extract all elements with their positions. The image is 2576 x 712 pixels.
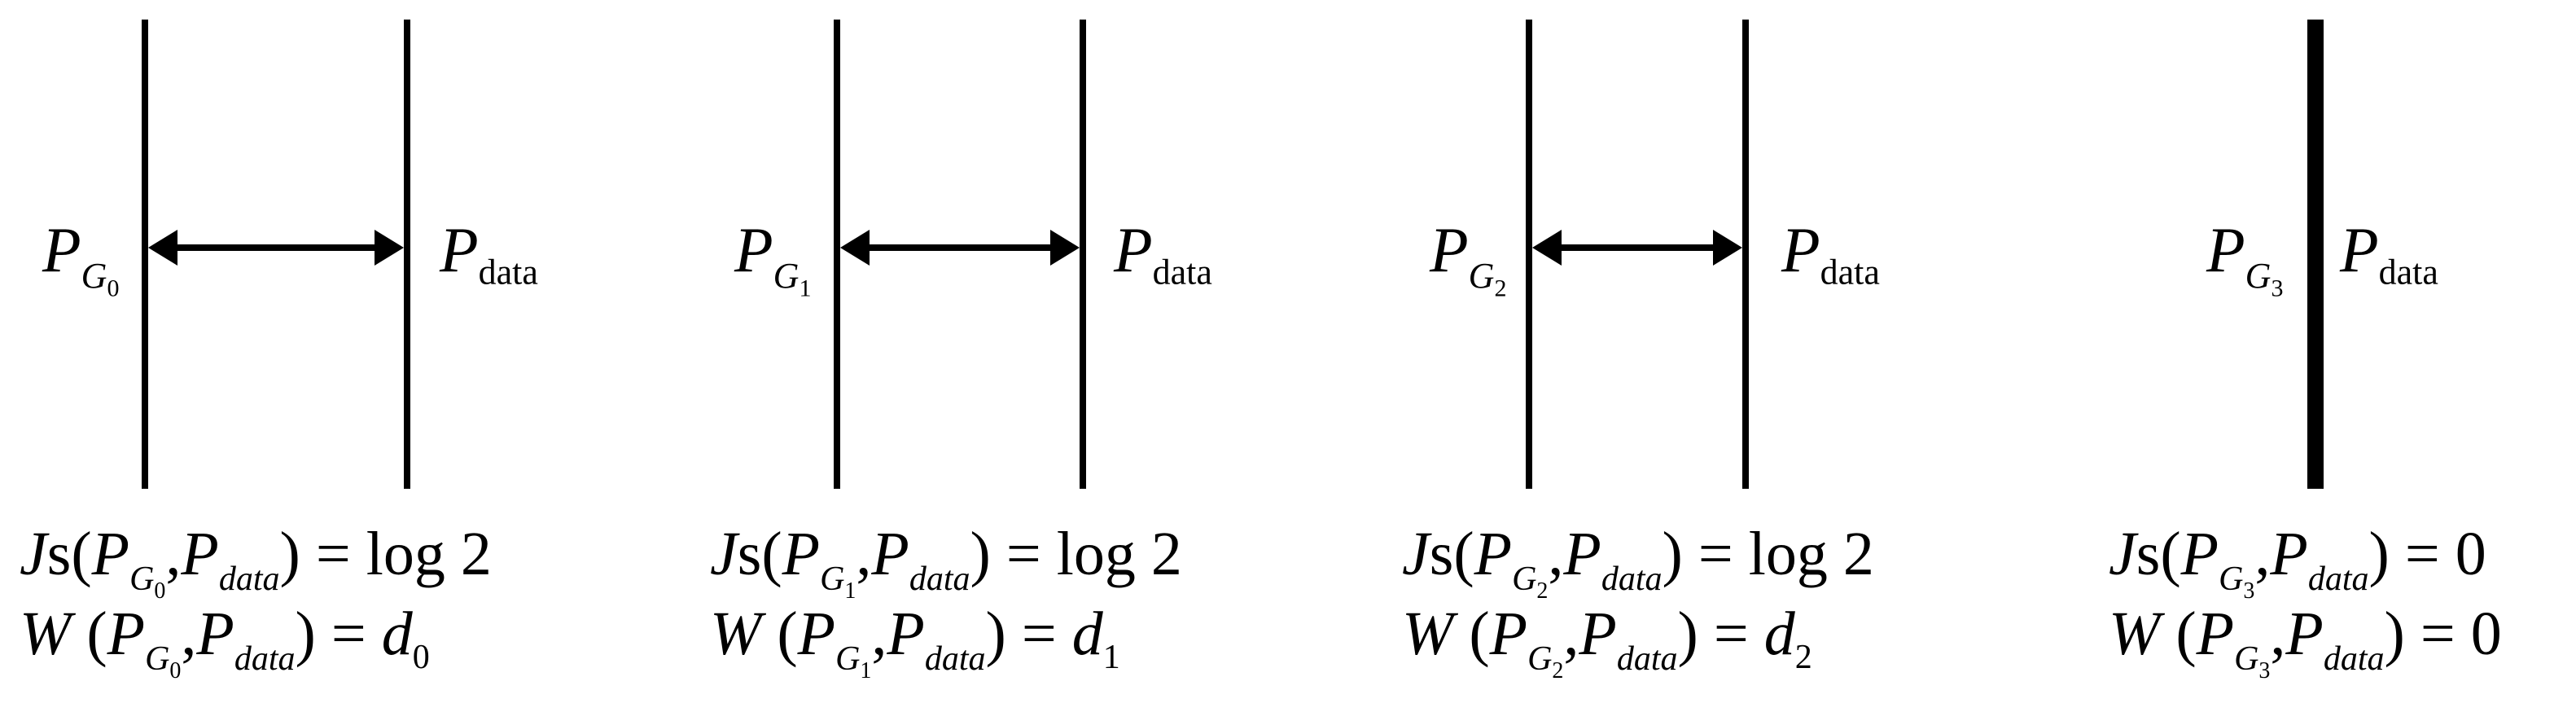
generator-label: PG1 [734, 214, 812, 302]
js-divergence-formula: Js(PG3,Pdata) = 0 [2109, 520, 2486, 604]
data-label: Pdata [1114, 214, 1212, 292]
generator-label: PG2 [1430, 214, 1507, 302]
panel-3: PG3 Pdata Js(PG3,Pdata) = 0 W (PG3,Pdata… [2084, 0, 2573, 712]
distance-arrow [1532, 230, 1742, 266]
data-label: Pdata [440, 214, 538, 292]
js-divergence-formula: Js(PG2,Pdata) = log 2 [1402, 520, 1874, 604]
data-label: Pdata [2340, 214, 2438, 292]
generator-label: PG0 [42, 214, 120, 302]
panel-2-lines [1526, 20, 1749, 489]
wasserstein-formula: W (PG3,Pdata) = 0 [2109, 600, 2502, 683]
wasserstein-formula: W (PG1,Pdata) = d1 [710, 600, 1120, 683]
panel-0-lines [142, 20, 410, 489]
panel-1-lines [834, 20, 1086, 489]
panel-0: PG0 Pdata Js(PG0,Pdata) = log 2 W (PG0,P… [0, 0, 644, 712]
js-divergence-formula: Js(PG1,Pdata) = log 2 [710, 520, 1182, 604]
js-divergence-formula: Js(PG0,Pdata) = log 2 [20, 520, 492, 604]
panel-1: PG1 Pdata Js(PG1,Pdata) = log 2 W (PG1,P… [692, 0, 1336, 712]
wasserstein-formula: W (PG2,Pdata) = d2 [1402, 600, 1812, 683]
wasserstein-formula: W (PG0,Pdata) = d0 [20, 600, 430, 683]
data-label: Pdata [1781, 214, 1880, 292]
distance-arrow [148, 230, 404, 266]
distance-arrow [840, 230, 1080, 266]
panel-2: PG2 Pdata Js(PG2,Pdata) = log 2 W (PG2,P… [1384, 0, 2028, 712]
generator-label: PG3 [2206, 214, 2284, 302]
panel-3-lines [2307, 20, 2324, 489]
